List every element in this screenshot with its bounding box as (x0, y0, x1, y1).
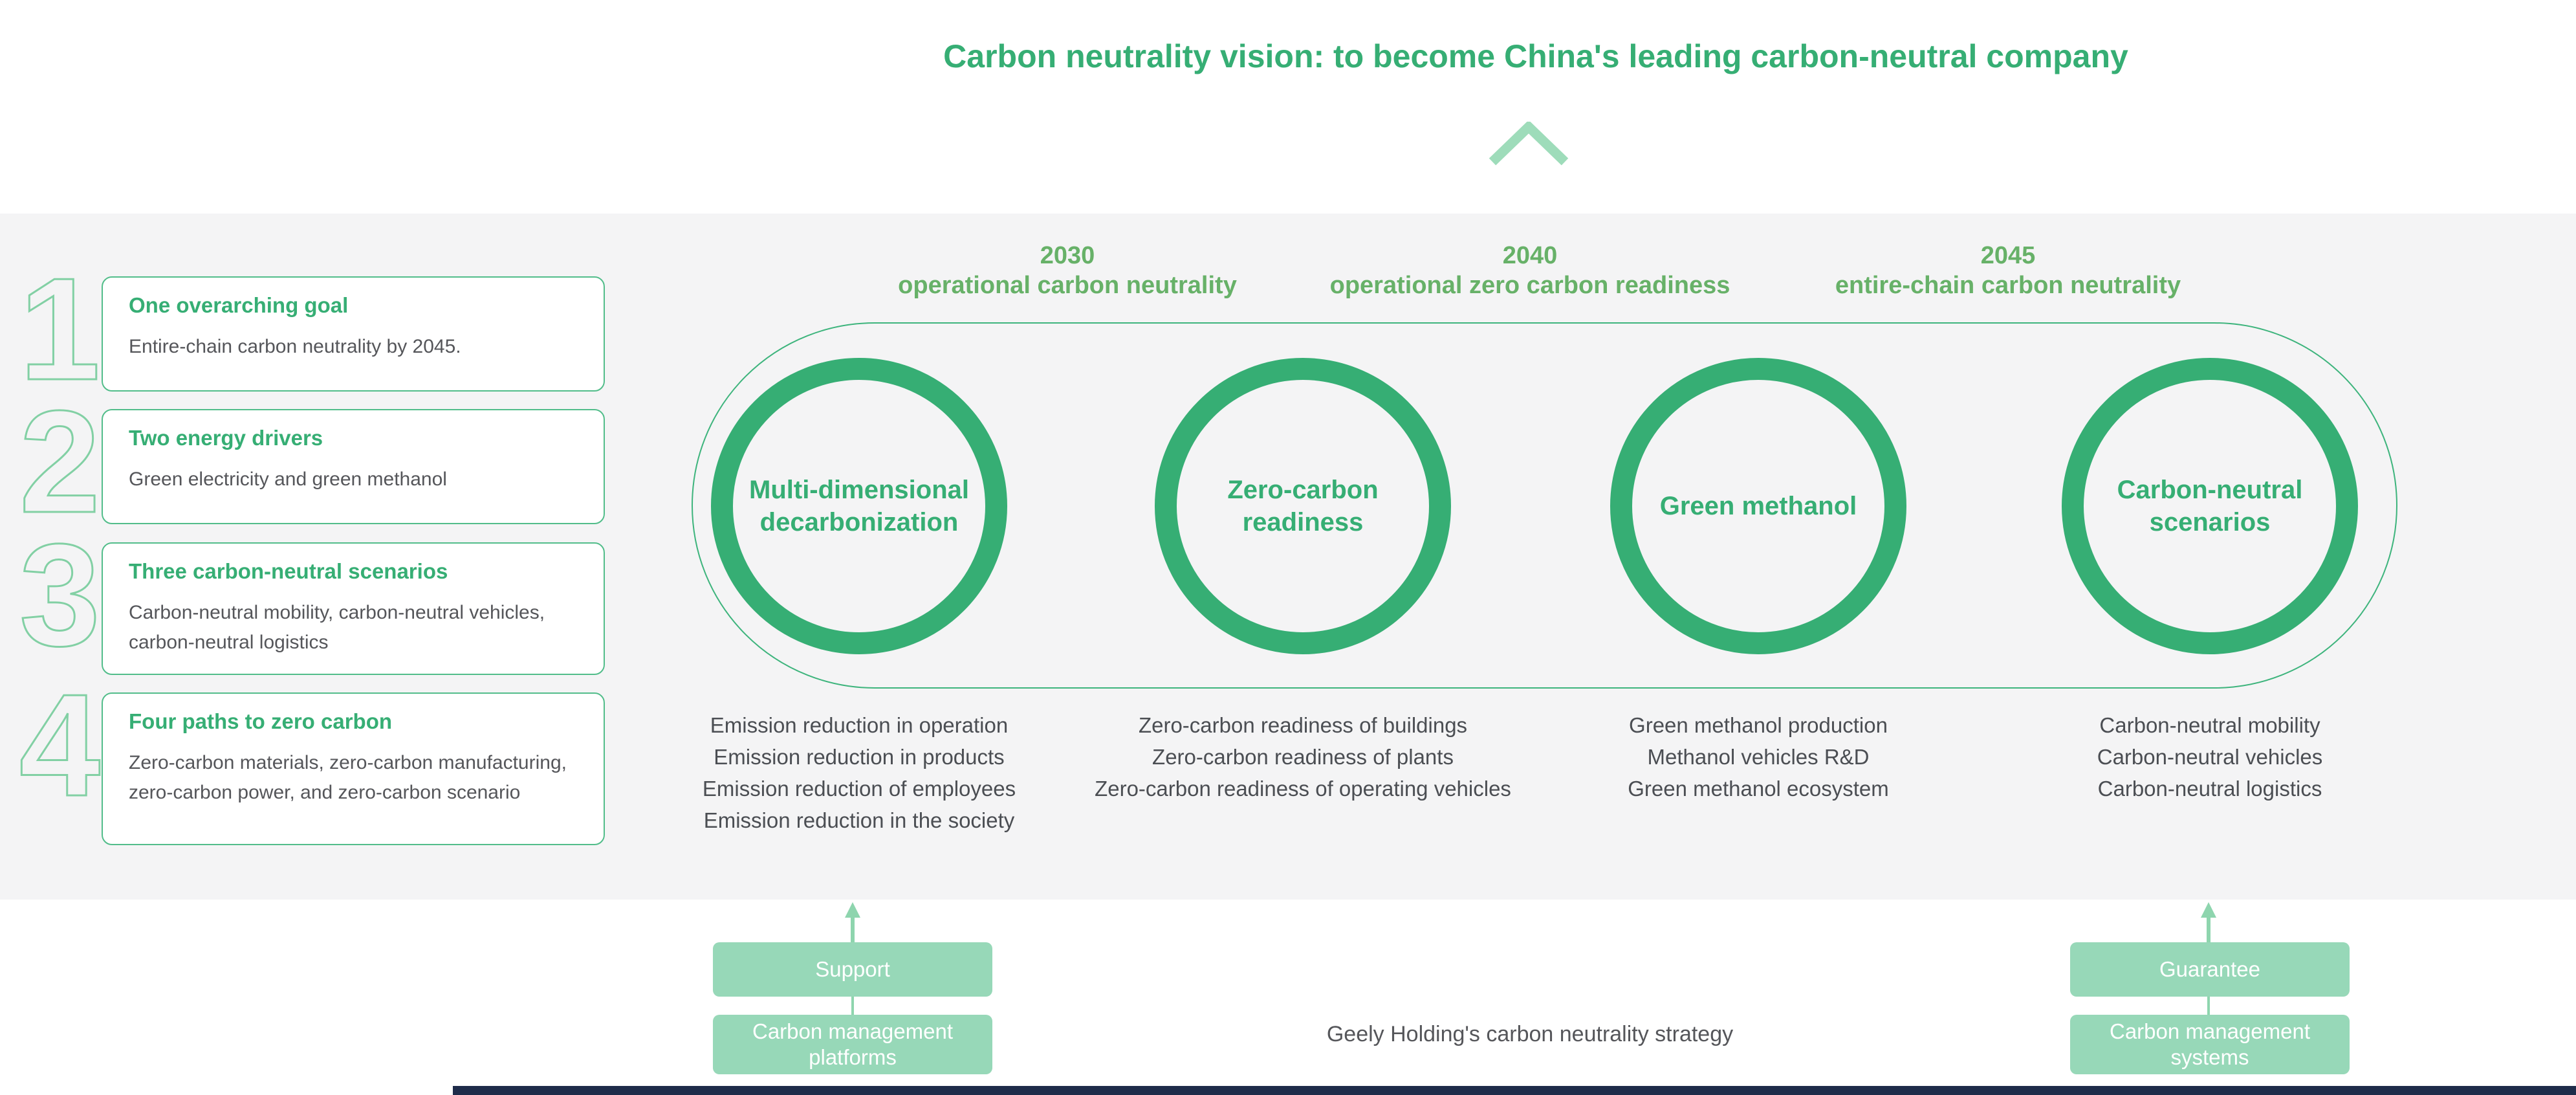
goal-number: 1 (18, 247, 101, 410)
goal-body: Entire-chain carbon neutrality by 2045. (129, 336, 461, 357)
goal-body: Green electricity and green methanol (129, 469, 447, 490)
pillar-circle-label: Green methanol (1659, 492, 1857, 520)
chevron-up-icon (1489, 122, 1569, 166)
pillar-list-item: Emission reduction in operation (710, 713, 1009, 737)
milestone-label: operational zero carbon readiness (1329, 272, 1730, 299)
goal-title: One overarching goal (129, 293, 349, 317)
pillar-list-item: Emission reduction in products (714, 745, 1005, 769)
goal-title: Four paths to zero carbon (129, 709, 393, 733)
pillar-list-item: Carbon-neutral mobility (2099, 713, 2320, 737)
footer-bar (453, 1086, 2576, 1095)
pillar-list-item: Zero-carbon readiness of plants (1152, 745, 1454, 769)
pillar-list: Zero-carbon readiness of buildings Zero-… (1044, 709, 1562, 804)
goal-body: Carbon-neutral mobility, carbon-neutral … (129, 602, 545, 653)
pillar-list: Emission reduction in operation Emission… (600, 709, 1118, 836)
pillar-list-item: Methanol vehicles R&D (1647, 745, 1870, 769)
pillar-list-item: Zero-carbon readiness of operating vehic… (1095, 777, 1511, 801)
support-connector-line (851, 997, 854, 1015)
milestone-label: operational carbon neutrality (898, 272, 1237, 299)
milestone-year: 2030 (1040, 242, 1095, 269)
pillar-list-item: Zero-carbon readiness of buildings (1138, 713, 1468, 737)
carbon-management-platforms-box: Carbon management platforms (713, 1015, 992, 1074)
pillar-circle: Zero-carbon readiness (1155, 358, 1451, 654)
goal-number: 2 (18, 380, 101, 543)
pillar-list: Carbon-neutral mobility Carbon-neutral v… (1951, 709, 2469, 804)
support-box: Support (713, 942, 992, 997)
goal-body: Zero-carbon materials, zero-carbon manuf… (129, 752, 567, 803)
guarantee-connector-line (2207, 997, 2210, 1015)
goal-card: Four paths to zero carbon Zero-carbon ma… (102, 692, 605, 845)
milestone-2030: 2030 operational carbon neutrality (809, 241, 1326, 300)
pillar-list-item: Green methanol production (1629, 713, 1888, 737)
pillar-circle-label: Zero-carbon readiness (1227, 476, 1379, 536)
pillar-list-item: Emission reduction in the society (703, 808, 1015, 832)
goal-title: Three carbon-neutral scenarios (129, 559, 448, 583)
pillar-list-item: Green methanol ecosystem (1628, 777, 1889, 801)
goal-number: 4 (18, 663, 101, 826)
pillar-list: Green methanol production Methanol vehic… (1500, 709, 2017, 804)
milestone-year: 2040 (1502, 242, 1558, 269)
goal-card: Three carbon-neutral scenarios Carbon-ne… (102, 542, 605, 675)
milestone-year: 2045 (1980, 242, 2036, 269)
pillar-circle-label: Multi-dimensional decarbonization (749, 476, 969, 536)
page-title: Carbon neutrality vision: to become Chin… (943, 38, 2128, 74)
strategy-caption: Geely Holding's carbon neutrality strate… (1326, 1022, 1734, 1046)
goal-card: One overarching goal Entire-chain carbon… (102, 276, 605, 392)
goal-title: Two energy drivers (129, 426, 323, 450)
goal-number: 3 (18, 513, 101, 676)
pillar-circle-label: Carbon-neutral scenarios (2117, 476, 2303, 536)
up-arrow-icon (845, 902, 860, 942)
pillar-circle: Green methanol (1610, 358, 1906, 654)
milestone-2040: 2040 operational zero carbon readiness (1271, 241, 1789, 300)
pillar-list-item: Carbon-neutral vehicles (2097, 745, 2323, 769)
pillar-circle: Carbon-neutral scenarios (2062, 358, 2358, 654)
milestone-2045: 2045 entire-chain carbon neutrality (1749, 241, 2267, 300)
pillar-list-item: Emission reduction of employees (702, 777, 1016, 801)
milestone-label: entire-chain carbon neutrality (1835, 272, 2181, 299)
goal-card: Two energy drivers Green electricity and… (102, 409, 605, 524)
pillar-circle: Multi-dimensional decarbonization (711, 358, 1007, 654)
up-arrow-icon (2201, 902, 2216, 942)
pillar-list-item: Carbon-neutral logistics (2097, 777, 2322, 801)
pillars-outline (692, 322, 2397, 689)
guarantee-box: Guarantee (2070, 942, 2350, 997)
carbon-management-systems-box: Carbon management systems (2070, 1015, 2350, 1074)
